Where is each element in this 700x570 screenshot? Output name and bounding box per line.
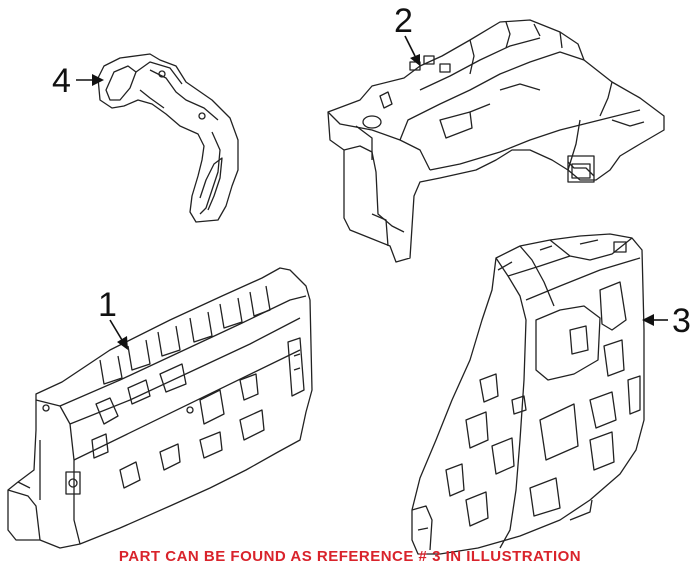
callout-label-2: 2 — [394, 2, 413, 40]
leader-line-4 — [76, 74, 104, 86]
part-metal-bracket-4 — [97, 53, 239, 223]
leader-line-1 — [109, 319, 128, 350]
part-fuse-box-3 — [411, 233, 645, 555]
reference-caption: PART CAN BE FOUND AS REFERENCE # 3 IN IL… — [118, 548, 582, 565]
leader-line-3 — [642, 314, 668, 326]
part-bracket-housing-2 — [327, 19, 665, 263]
leader-line-2 — [404, 35, 420, 66]
callout-label-1: 1 — [98, 286, 117, 324]
part-module-1 — [7, 267, 313, 549]
callout-label-4: 4 — [52, 62, 71, 100]
callout-label-3: 3 — [672, 302, 691, 340]
